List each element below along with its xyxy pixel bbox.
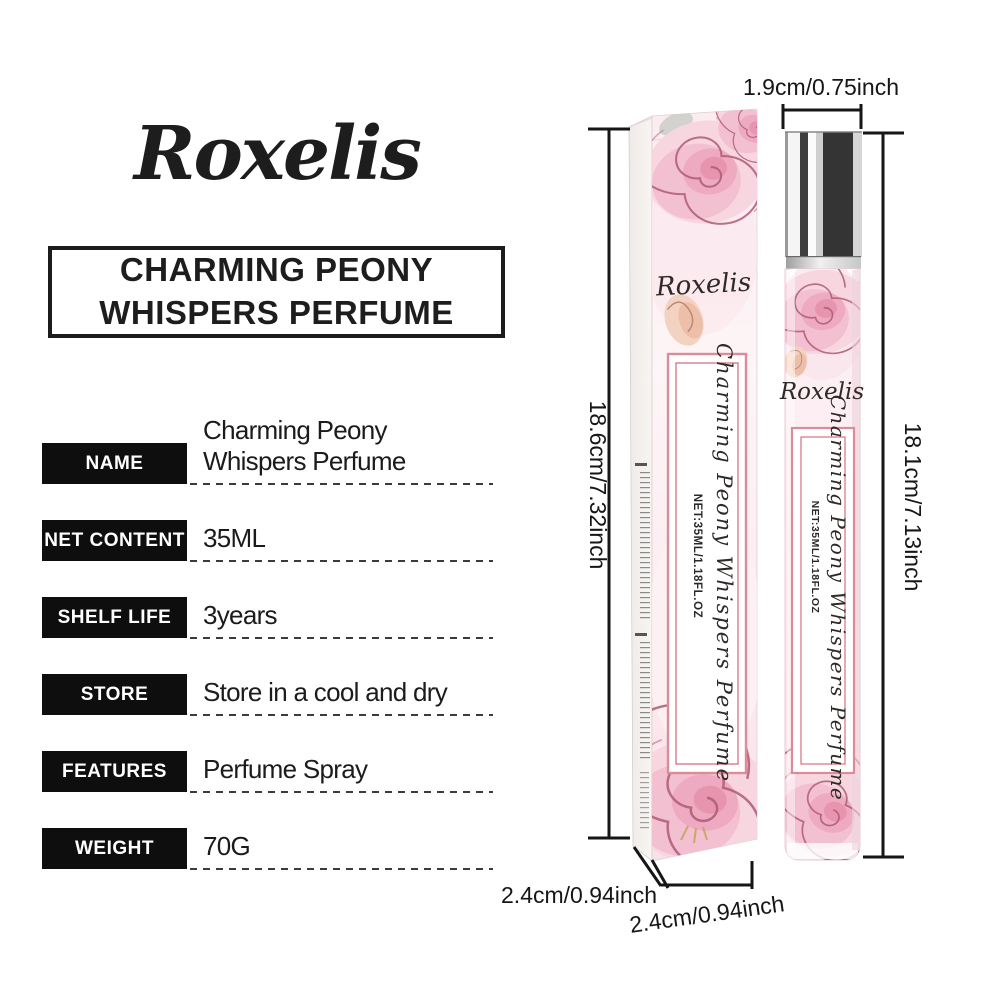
spec-value-store: Store in a cool and dry: [187, 677, 493, 716]
spec-row-features: FEATURES Perfume Spray: [42, 751, 493, 793]
dim-box-width-line: [661, 861, 754, 889]
spec-row-net-content: NET CONTENT 35ML: [42, 520, 493, 562]
spec-row-name: NAME Charming Peony Whispers Perfume: [42, 415, 493, 485]
spec-value-net-content: 35ML: [187, 523, 493, 562]
dim-box-height-label: 18.6cm/7.32inch: [585, 401, 611, 570]
spec-label-features: FEATURES: [42, 751, 187, 792]
dim-cap-width-line: [781, 104, 863, 129]
bottle-cap: [785, 131, 862, 269]
dim-box-height-line: [588, 127, 630, 840]
box-brand-text: Roxelis: [654, 268, 752, 303]
box-label-title: Charming Peony Whispers Perfume: [712, 343, 736, 783]
product-title-box: CHARMING PEONY WHISPERS PERFUME: [48, 246, 505, 338]
dim-box-depth-label: 2.4cm/0.94inch: [501, 882, 657, 908]
dim-box-depth-line: [632, 846, 670, 889]
spec-row-store: STORE Store in a cool and dry: [42, 674, 493, 716]
bottle-label-panel: Charming Peony Whispers Perfume NET:35ML…: [790, 395, 856, 802]
spec-value-shelf-life: 3years: [187, 600, 493, 639]
dim-cap-width-label: 1.9cm/0.75inch: [743, 74, 899, 100]
dimension-lines: [588, 104, 904, 889]
spec-label-net-content: NET CONTENT: [42, 520, 187, 561]
perfume-box: Roxelis Charming Peony Whispers Perfume …: [628, 108, 758, 862]
dim-bottle-height-label: 18.1cm/7.13inch: [900, 423, 926, 592]
box-side-fine-print: [634, 463, 650, 830]
spec-value-name: Charming Peony Whispers Perfume: [187, 415, 493, 485]
spec-row-weight: WEIGHT 70G: [42, 828, 493, 870]
spec-row-shelf-life: SHELF LIFE 3years: [42, 597, 493, 639]
spec-label-weight: WEIGHT: [42, 828, 187, 869]
spec-label-name: NAME: [42, 443, 187, 484]
product-title: CHARMING PEONY WHISPERS PERFUME: [99, 251, 454, 331]
spec-label-store: STORE: [42, 674, 187, 715]
bottle-brand-text: Roxelis: [779, 379, 864, 405]
spec-value-features: Perfume Spray: [187, 754, 493, 793]
bottle-net-text: NET:35ML/1.18FL.OZ: [809, 501, 821, 614]
bottle-label-title: Charming Peony Whispers Perfume: [826, 395, 850, 802]
spec-label-shelf-life: SHELF LIFE: [42, 597, 187, 638]
perfume-bottle: Roxelis Charming Peony Whispers Perfume …: [779, 131, 864, 861]
box-net-text: NET:35ML/1.18FL.OZ: [691, 494, 703, 619]
spec-value-weight: 70G: [187, 831, 493, 870]
dim-bottle-height-line: [863, 131, 904, 859]
spec-table: NAME Charming Peony Whispers Perfume NET…: [42, 415, 493, 905]
box-label-panel: Charming Peony Whispers Perfume NET:35ML…: [666, 343, 748, 783]
brand-heading: Roxelis: [134, 111, 422, 197]
